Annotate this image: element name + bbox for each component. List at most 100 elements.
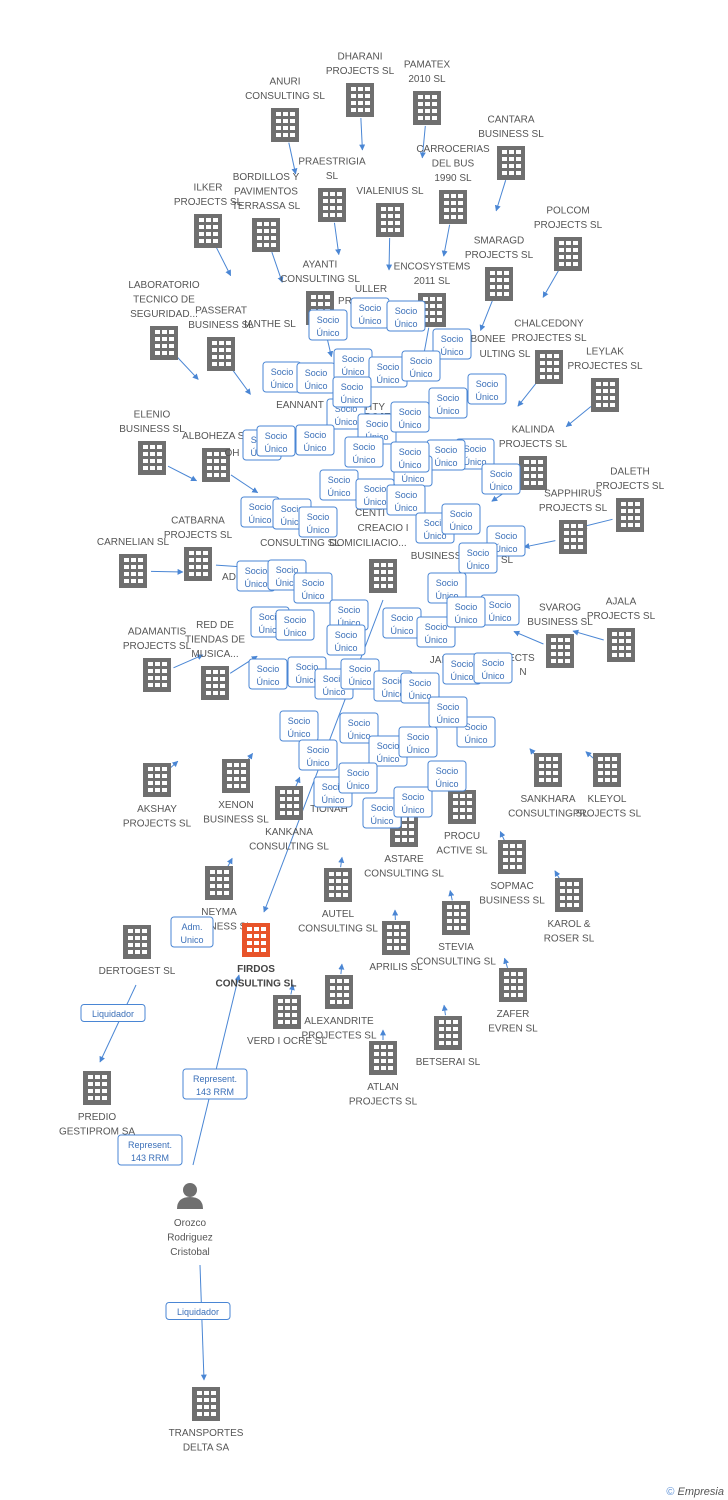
liquidador-badge-text: Liquidador bbox=[177, 1307, 219, 1317]
company-node-xenon[interactable] bbox=[222, 759, 250, 793]
socio-unico-badge-text: Socio bbox=[335, 404, 358, 414]
company-node-kankana[interactable] bbox=[275, 786, 303, 820]
company-node-aprilis[interactable] bbox=[382, 921, 410, 955]
liquidador-badge[interactable]: Liquidador bbox=[80, 1004, 146, 1022]
company-node-stevia[interactable] bbox=[442, 901, 470, 935]
company-node-passerat[interactable] bbox=[207, 337, 235, 371]
company-node-leylak[interactable] bbox=[591, 378, 619, 412]
person-node[interactable] bbox=[177, 1183, 203, 1209]
company-node-adamantis[interactable] bbox=[143, 658, 171, 692]
company-node-praestrigia[interactable] bbox=[318, 188, 346, 222]
represent-badge-text: Represent. bbox=[128, 1140, 172, 1150]
company-node-akshay[interactable] bbox=[143, 763, 171, 797]
company-node-dertogest[interactable] bbox=[123, 925, 151, 959]
company-node-catbarna[interactable] bbox=[184, 547, 212, 581]
company-node-smaragd[interactable] bbox=[485, 267, 513, 301]
company-node-verd-ocre[interactable] bbox=[273, 995, 301, 1029]
company-node-dharani[interactable] bbox=[346, 83, 374, 117]
company-node-betserai[interactable] bbox=[434, 1016, 462, 1050]
company-node-autel[interactable] bbox=[324, 868, 352, 902]
represent-badge[interactable]: Represent.143 RRM bbox=[182, 1068, 248, 1100]
company-node-ajala[interactable] bbox=[607, 628, 635, 662]
company-node-karol[interactable] bbox=[555, 878, 583, 912]
company-node-procu[interactable] bbox=[448, 790, 476, 824]
company-node-neyma[interactable] bbox=[205, 866, 233, 900]
represent-badge[interactable]: Represent.143 RRM bbox=[117, 1134, 183, 1166]
company-node-transportes[interactable] bbox=[192, 1387, 220, 1421]
company-node-polcom[interactable] bbox=[554, 237, 582, 271]
company-node-predio[interactable] bbox=[83, 1071, 111, 1105]
company-node-alexandrite[interactable] bbox=[325, 975, 353, 1009]
company-node-vialenius[interactable] bbox=[376, 203, 404, 237]
company-node-ilker[interactable] bbox=[194, 214, 222, 248]
company-node-kleyol[interactable] bbox=[593, 753, 621, 787]
focus-company-node[interactable] bbox=[242, 923, 270, 957]
company-node-sopmac[interactable] bbox=[498, 840, 526, 874]
company-node-anuri[interactable] bbox=[271, 108, 299, 142]
adm-unico-badge[interactable]: Adm.Unico bbox=[170, 916, 214, 948]
company-node-zafer[interactable] bbox=[499, 968, 527, 1002]
company-node-sapphirus[interactable] bbox=[559, 520, 587, 554]
company-node-pamatex[interactable] bbox=[413, 91, 441, 125]
company-node-red-tiendas[interactable] bbox=[201, 666, 229, 700]
hub-company-node[interactable] bbox=[369, 559, 397, 593]
company-node-carnelian[interactable] bbox=[119, 554, 147, 588]
company-node-laboratorio[interactable] bbox=[150, 326, 178, 360]
company-node-chalcedony[interactable] bbox=[535, 350, 563, 384]
company-node-sankhara[interactable] bbox=[534, 753, 562, 787]
company-node-daleth[interactable] bbox=[616, 498, 644, 532]
company-node-elenio[interactable] bbox=[138, 441, 166, 475]
liquidador-badge[interactable]: Liquidador bbox=[165, 1302, 231, 1320]
company-node-atlan[interactable] bbox=[369, 1041, 397, 1075]
company-node-cantara[interactable] bbox=[497, 146, 525, 180]
company-node-carrocerias[interactable] bbox=[439, 190, 467, 224]
company-node-bordillos[interactable] bbox=[252, 218, 280, 252]
company-node-svarog[interactable] bbox=[546, 634, 574, 668]
company-node-kalinda[interactable] bbox=[519, 456, 547, 490]
